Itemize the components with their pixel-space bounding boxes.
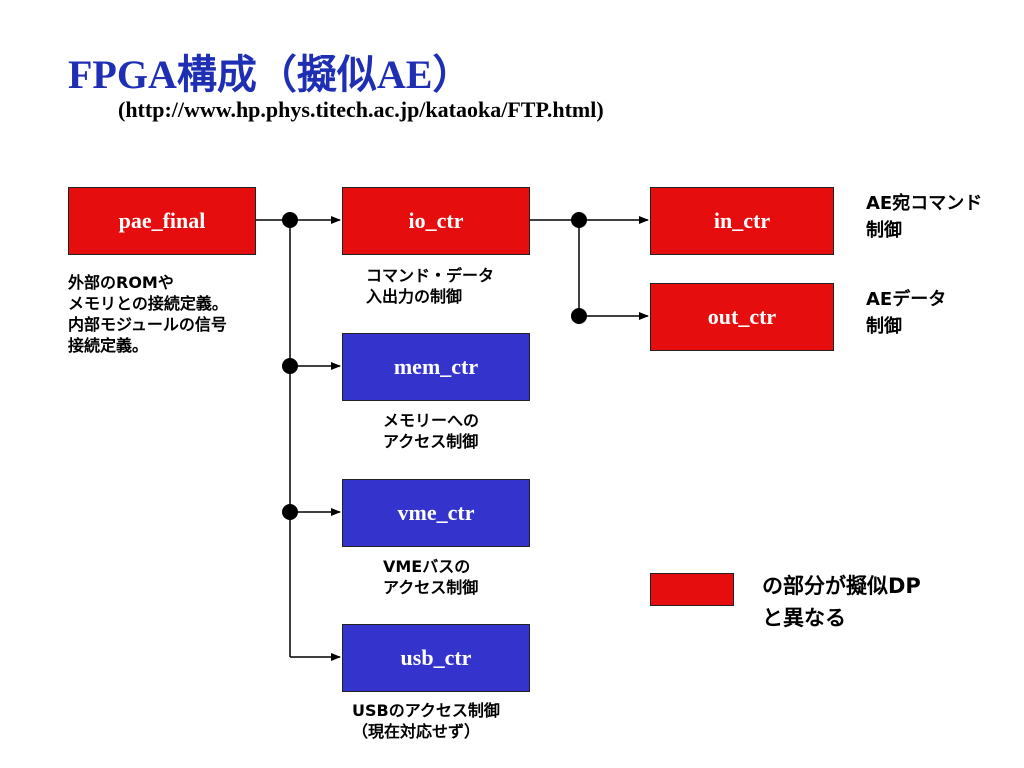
label-out-ctr: AEデータ 制御 <box>866 286 946 340</box>
module-pae-final: pae_final <box>68 187 256 255</box>
module-label: vme_ctr <box>397 500 475 525</box>
module-io-ctr: io_ctr <box>342 187 530 255</box>
legend-text: の部分が擬似DP と異なる <box>762 570 921 634</box>
note-pae-final: 外部のROMや メモリとの接続定義。 内部モジュールの信号 接続定義。 <box>68 272 228 356</box>
module-label: io_ctr <box>408 208 464 233</box>
note-line: アクセス制御 <box>383 432 479 451</box>
page-title: FPGA構成（擬似AE） <box>68 52 473 97</box>
module-label: in_ctr <box>713 208 771 233</box>
side-line: AE宛コマンド <box>866 193 983 214</box>
note-line: （現在対応せず） <box>352 722 481 741</box>
source-url: (http://www.hp.phys.titech.ac.jp/kataoka… <box>118 97 604 122</box>
module-label: usb_ctr <box>400 645 472 670</box>
side-line: 制御 <box>866 316 902 337</box>
junction-dot <box>282 358 298 374</box>
module-mem-ctr: mem_ctr <box>342 333 530 401</box>
module-label: out_ctr <box>707 304 777 329</box>
note-mem-ctr: メモリーへの アクセス制御 <box>383 410 479 452</box>
side-line: 制御 <box>866 220 902 241</box>
module-in-ctr: in_ctr <box>650 187 834 255</box>
note-line: メモリとの接続定義。 <box>68 294 228 313</box>
module-label: mem_ctr <box>393 354 479 379</box>
side-line: AEデータ <box>866 289 947 310</box>
note-line: USBのアクセス制御 <box>352 701 500 720</box>
label-in-ctr: AE宛コマンド 制御 <box>866 190 982 244</box>
legend-line: の部分が擬似DP <box>762 574 921 598</box>
junction-dot <box>571 308 587 324</box>
note-line: メモリーへの <box>383 411 480 430</box>
note-io-ctr: コマンド・データ 入出力の制御 <box>366 265 494 307</box>
note-line: 外部のROMや <box>68 273 174 292</box>
note-line: 内部モジュールの信号 <box>68 315 227 334</box>
legend-swatch <box>650 573 734 606</box>
module-out-ctr: out_ctr <box>650 283 834 351</box>
note-line: VMEバスの <box>383 557 471 576</box>
note-line: 入出力の制御 <box>366 287 463 306</box>
junction-dot <box>282 504 298 520</box>
note-line: アクセス制御 <box>383 578 479 597</box>
module-label: pae_final <box>118 208 206 233</box>
note-line: コマンド・データ <box>366 266 495 285</box>
legend-line: と異なる <box>762 606 846 630</box>
module-vme-ctr: vme_ctr <box>342 479 530 547</box>
junction-dot <box>282 212 298 228</box>
module-usb-ctr: usb_ctr <box>342 624 530 692</box>
note-line: 接続定義。 <box>68 336 149 355</box>
junction-dot <box>571 212 587 228</box>
note-vme-ctr: VMEバスの アクセス制御 <box>383 556 478 598</box>
note-usb-ctr: USBのアクセス制御 （現在対応せず） <box>352 700 500 742</box>
